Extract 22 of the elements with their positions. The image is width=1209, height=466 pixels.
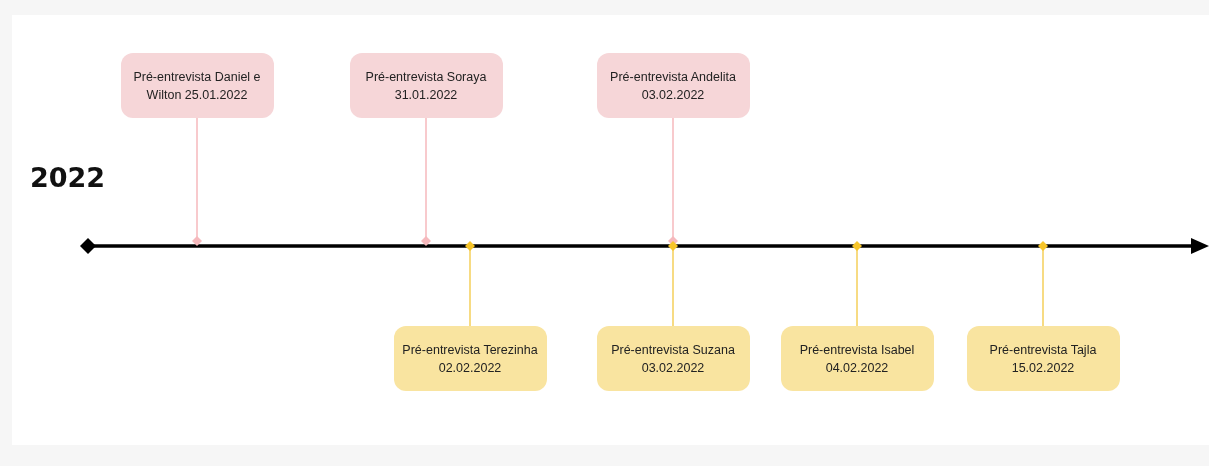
leader-line (1038, 241, 1048, 327)
event-text: Pré-entrevista Suzana 03.02.2022 (610, 341, 736, 377)
leader-line (668, 117, 678, 246)
year-heading: 2022 (30, 161, 106, 195)
leader-line (668, 241, 678, 327)
event-card (780, 326, 934, 391)
leader-line (421, 117, 431, 246)
event-card (120, 53, 274, 118)
event-card (393, 326, 547, 391)
leader-line (852, 241, 862, 327)
event-text: Pré-entrevista Tajla 15.02.2022 (988, 341, 1098, 377)
leader-line (192, 117, 202, 246)
event-card (966, 326, 1120, 391)
event-text: Pré-entrevista Soraya 31.01.2022 (364, 68, 488, 104)
event-text: Pré-entrevista Daniel e Wilton 25.01.2022 (132, 68, 262, 104)
event-text: Pré-entrevista Andelita 03.02.2022 (609, 68, 737, 104)
event-text: Pré-entrevista Terezinha 02.02.2022 (401, 341, 539, 377)
leader-line (465, 241, 475, 327)
event-card (596, 326, 750, 391)
event-text: Pré-entrevista Isabel 04.02.2022 (798, 341, 916, 377)
event-card (596, 53, 750, 118)
event-card (349, 53, 503, 118)
